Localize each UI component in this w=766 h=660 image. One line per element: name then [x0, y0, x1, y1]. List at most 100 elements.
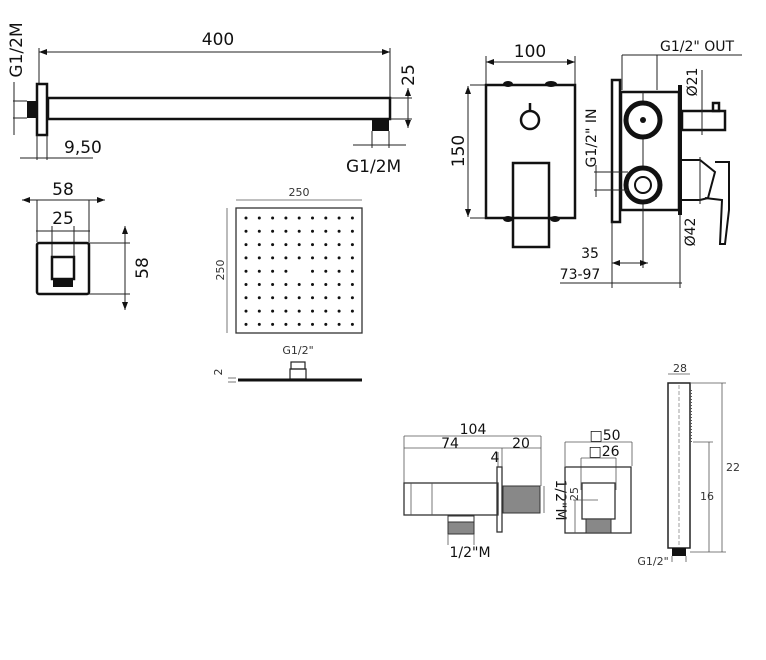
- hand-width-label: 28: [673, 362, 687, 375]
- nozzle-dot: [244, 269, 248, 273]
- arm-flange: [35, 82, 49, 137]
- nozzle-dot: [324, 309, 328, 313]
- nozzle-dot: [324, 243, 328, 247]
- hand-shower-view: 28 22 16 G1/2": [637, 362, 740, 568]
- nozzle-dot: [311, 243, 314, 247]
- nozzle-dot: [257, 256, 261, 260]
- arm-length-label: 400: [202, 30, 234, 50]
- mixer-depth-label: 73-97: [560, 267, 601, 283]
- nozzle-dot: [337, 229, 341, 233]
- mixer-inlet-label: G1/2" IN: [584, 109, 600, 168]
- nozzle-dot: [311, 283, 314, 286]
- nozzle-dot: [337, 256, 341, 260]
- nozzle-dot: [337, 309, 341, 313]
- nozzle-dot: [257, 216, 261, 220]
- nozzle-dot: [284, 309, 288, 313]
- nozzle-dot: [257, 283, 261, 286]
- nozzle-dot: [284, 322, 288, 326]
- outlet-side-thread-label: 1/2"M: [552, 479, 568, 520]
- nozzle-dot: [271, 322, 275, 326]
- nozzle-dot: [271, 283, 275, 286]
- nozzle-dot: [337, 322, 341, 326]
- nozzle-dot: [284, 243, 288, 247]
- nozzle-dot: [297, 216, 301, 220]
- head-depth-label: 250: [214, 260, 227, 281]
- nozzle-dot: [244, 256, 248, 260]
- nozzle-dot: [297, 229, 301, 233]
- hand-spray-label: 16: [700, 490, 714, 503]
- nozzle-dot: [350, 269, 354, 273]
- nozzle-dot: [244, 296, 248, 300]
- nozzle-dot: [350, 216, 354, 220]
- nozzle-dot: [284, 283, 288, 286]
- arm-outlet-nut: [372, 120, 389, 131]
- flange-front-view: 58 25 58: [22, 180, 153, 310]
- nozzle-dot: [284, 229, 288, 233]
- nozzle-dot: [337, 216, 341, 220]
- arm-inlet-nut: [27, 101, 37, 118]
- nozzle-dot: [257, 229, 261, 233]
- flange-width-label: 58: [52, 180, 74, 200]
- outlet-plate-label: 4: [491, 450, 500, 466]
- nozzle-dot: [271, 296, 275, 300]
- nozzle-dot: [324, 322, 328, 326]
- nozzle-dot: [311, 256, 314, 260]
- nozzle-dot: [350, 309, 354, 313]
- arm-tube: [46, 96, 392, 121]
- arm-flange-label: 9,50: [64, 138, 102, 158]
- outlet-thread-label: 20: [512, 436, 530, 452]
- nozzle-dot: [244, 229, 248, 233]
- head-width-label: 250: [289, 186, 310, 199]
- nozzle-dot: [284, 296, 288, 300]
- nozzle-dot: [284, 269, 288, 273]
- nozzle-dot: [244, 283, 248, 286]
- nozzle-dot: [257, 243, 261, 247]
- nozzle-dot: [257, 322, 261, 326]
- spray-nozzles: [244, 216, 354, 326]
- hand-length-label: 22: [726, 461, 740, 474]
- nozzle-dot: [271, 216, 275, 220]
- mixer-knob-dia-label: Ø21: [685, 68, 701, 97]
- flange-inner-label: 25: [52, 209, 74, 229]
- nozzle-dot: [297, 256, 301, 260]
- wall-outlet-front-view: □50 □26 25: [564, 428, 633, 534]
- nozzle-dot: [284, 256, 288, 260]
- nozzle-dot: [257, 269, 261, 273]
- nozzle-dot: [271, 243, 275, 247]
- mixer-offset-label: 35: [581, 246, 599, 262]
- nozzle-dot: [350, 283, 354, 286]
- nozzle-dot: [311, 296, 314, 300]
- nozzle-dot: [350, 256, 354, 260]
- nozzle-dot: [297, 322, 301, 326]
- outlet-length-label: 104: [460, 422, 487, 438]
- flange-height-label: 58: [133, 257, 153, 279]
- mixer-side-view: G1/2" OUT G1/2" IN Ø21 Ø42 35 73-97: [560, 39, 742, 288]
- nozzle-dot: [297, 296, 301, 300]
- wall-outlet-side-view: 104 74 20 4 1/2"M 1/2"M: [403, 422, 568, 561]
- mixer-front-view: 100 150: [449, 42, 577, 249]
- nozzle-dot: [324, 283, 328, 286]
- nozzle-dot: [311, 229, 314, 233]
- nozzle-dot: [271, 229, 275, 233]
- nozzle-dot: [297, 283, 301, 286]
- nozzle-dot: [324, 296, 328, 300]
- nozzle-dot: [311, 216, 314, 220]
- nozzle-dot: [311, 269, 314, 273]
- outlet-bottom-thread-label: 1/2"M: [449, 545, 490, 561]
- nozzle-dot: [350, 229, 354, 233]
- nozzle-dot: [350, 243, 354, 247]
- nozzle-dot: [350, 296, 354, 300]
- nozzle-dot: [244, 322, 248, 326]
- nozzle-dot: [257, 296, 261, 300]
- head-connection-label: G1/2": [282, 344, 313, 357]
- arm-height-label: 25: [399, 64, 419, 86]
- nozzle-dot: [271, 256, 275, 260]
- mixer-height-label: 150: [449, 135, 469, 167]
- nozzle-dot: [244, 309, 248, 313]
- shower-arm-side-view: 400 25 G1/2M 9,50 G1/2M: [7, 22, 419, 177]
- shower-head-top-view: 250 250: [214, 186, 363, 334]
- nozzle-dot: [324, 229, 328, 233]
- nozzle-dot: [271, 269, 275, 273]
- nozzle-dot: [337, 269, 341, 273]
